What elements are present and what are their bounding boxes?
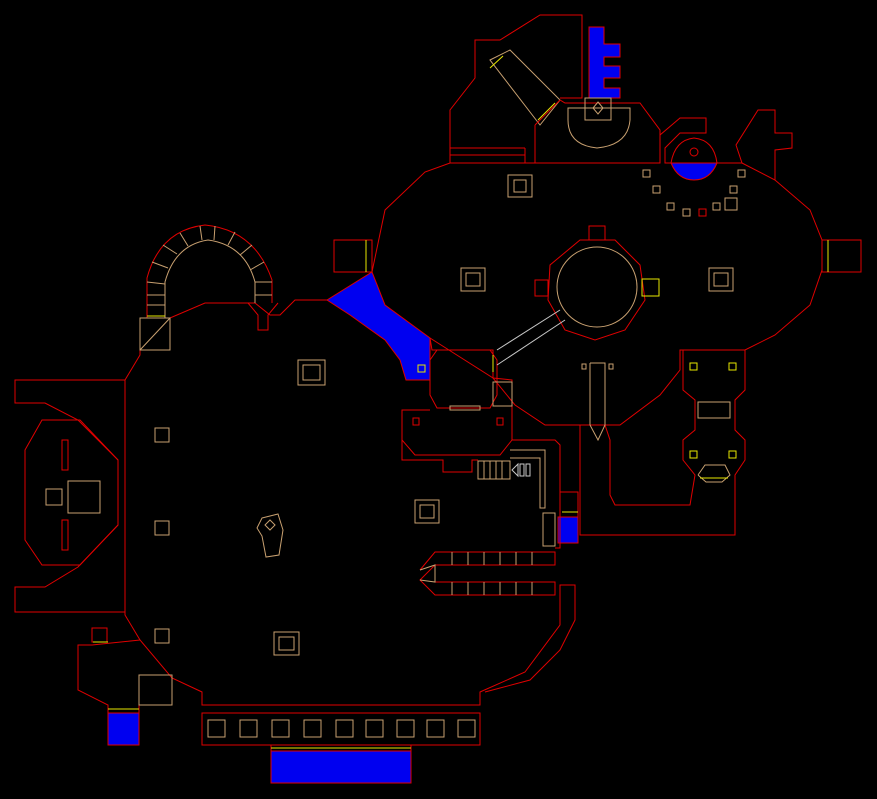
right-key-2 (728, 362, 737, 371)
wall-oval-link (735, 109, 793, 180)
trigger-line-2 (496, 319, 566, 366)
water-pool-moon (670, 162, 718, 181)
stair-corridor-inner (419, 564, 436, 583)
wall-right-connector (559, 491, 579, 518)
water-channel (326, 271, 431, 381)
right-corridor-stair (697, 464, 731, 483)
arch-diag (139, 317, 171, 351)
mech-tab-1 (519, 463, 525, 477)
center-chamber-step-2 (449, 405, 481, 411)
wall-stair-corridor (419, 551, 556, 596)
wall-arch-outer (146, 224, 273, 318)
wall-bottom-hall (201, 712, 481, 746)
wall-top-structure (449, 14, 583, 163)
top-dome-base (584, 97, 612, 121)
water-pool-bottom-left (107, 712, 140, 746)
wall-round-room-outer (547, 239, 646, 341)
wall-moon-pool (670, 137, 718, 164)
wall-moon-dot (689, 147, 699, 157)
right-key-4 (728, 450, 737, 459)
pillars (154, 174, 734, 656)
wall-bottom-left-niche (91, 627, 108, 643)
mech-slot (542, 512, 556, 547)
pillar-box (507, 174, 533, 198)
wall-arch-foot (247, 302, 279, 331)
trigger-line-1 (496, 309, 561, 351)
mech-rail (510, 449, 546, 509)
top-corridor (489, 49, 561, 126)
pillar-box (278, 636, 295, 651)
wall-mech-right (512, 439, 561, 549)
wall-mech-area (401, 440, 478, 473)
pillar-box (465, 272, 481, 287)
statue (256, 513, 284, 558)
round-room-notch-left (534, 279, 549, 297)
statue-gem (264, 519, 276, 531)
pillar-box (297, 359, 326, 386)
bottom-hall-boxes (207, 719, 476, 738)
water-pool-top (588, 26, 621, 99)
right-corridor-block (697, 401, 731, 419)
water-pool-bottom (270, 750, 412, 784)
oval-room-boxes (642, 169, 746, 217)
pillar-box (708, 267, 734, 292)
wall-right-alcove (821, 239, 862, 273)
center-chamber-step (492, 381, 513, 407)
wall-left-inner (24, 419, 119, 566)
right-key-3 (689, 450, 698, 459)
wall-left-alcove (333, 239, 373, 273)
wall-oval-room (371, 117, 823, 426)
mech-tab-2 (525, 463, 531, 477)
step-bottom-left (138, 674, 173, 706)
water-pools (107, 26, 718, 784)
stair-steps-upper (451, 552, 533, 565)
right-key-1 (689, 362, 698, 371)
wall-bottom-left (77, 639, 173, 714)
pillar-small (154, 427, 170, 443)
center-passage-marker (581, 363, 587, 370)
pillar-box (713, 272, 729, 287)
wall-round-room-inner (556, 246, 638, 328)
water-pool-small-right (557, 516, 579, 544)
wall-left-room-b (14, 379, 125, 613)
pillar-box (414, 499, 440, 524)
top-dome-inner (567, 107, 631, 149)
mech-grate (477, 460, 511, 480)
pillar-box (419, 504, 435, 519)
left-box-1 (45, 488, 63, 506)
door (489, 55, 504, 69)
pillar-box (273, 631, 300, 656)
left-box-2 (67, 480, 101, 514)
pillar-small (154, 520, 170, 536)
doors (93, 55, 829, 749)
center-passage-marker-2 (608, 363, 614, 370)
center-passage (589, 362, 606, 442)
map-walls (14, 14, 862, 751)
arch-segments (146, 225, 272, 306)
wall-left-slot-2 (61, 519, 69, 551)
round-room-notch-top (588, 225, 606, 241)
pillar-box (302, 364, 321, 381)
door (537, 102, 556, 121)
wall-arch-inner (164, 239, 256, 318)
wall-right-corridor (579, 349, 746, 536)
pillar-box (513, 179, 527, 193)
wall-left-room (124, 299, 576, 706)
wall-left-slot-1 (61, 439, 69, 471)
round-room-door-right (641, 278, 660, 297)
stair-steps-lower (451, 582, 533, 595)
center-chamber-red-1 (412, 417, 420, 426)
center-chamber-red-2 (496, 417, 504, 426)
wall-arch-entry (139, 317, 171, 351)
top-dome-gem (592, 101, 604, 115)
center-chamber-key (417, 364, 426, 373)
mech-arrow (511, 462, 519, 478)
wall-right-corridor-b (604, 350, 696, 506)
wall-center-chamber (429, 349, 498, 409)
pillar-small (154, 628, 170, 644)
pillar-box (460, 267, 486, 292)
wall-top-dome (534, 99, 661, 163)
